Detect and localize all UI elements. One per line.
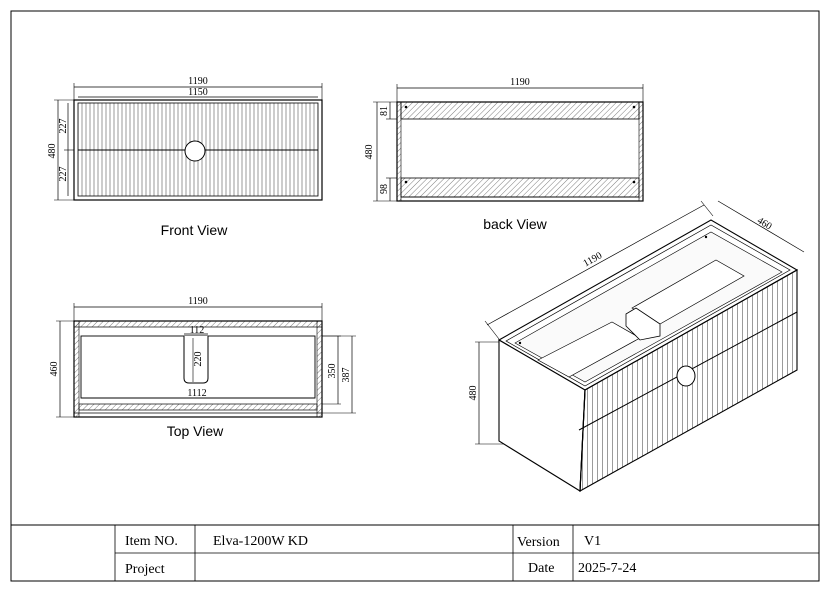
top-view-label: Top View	[167, 423, 224, 439]
iso-handle-icon	[676, 365, 696, 387]
front-handle-icon	[184, 140, 206, 162]
back-view: 1190 480 81 98 back View	[364, 77, 644, 232]
project-label: Project	[125, 562, 165, 577]
back-view-label: back View	[483, 216, 547, 232]
iso-depth-dim: 460	[755, 215, 774, 232]
front-overall-width-dim: 1190	[188, 76, 208, 87]
front-view: 1190 1150 480 227 227 Front View	[47, 76, 323, 238]
top-notch-width-dim: 112	[190, 325, 205, 336]
front-height-dim: 480	[47, 144, 58, 159]
iso-height-dim: 480	[468, 386, 479, 401]
back-bottom-rail	[400, 177, 640, 198]
sheet-border	[10, 10, 820, 582]
top-notch-depth-dim: 220	[193, 352, 204, 367]
date-value: 2025-7-24	[578, 561, 636, 576]
top-plumbing-notch	[183, 336, 209, 384]
top-drawer-front	[78, 403, 318, 411]
top-inner-width-dim: 1112	[187, 388, 206, 399]
top-drawer-depth-dim: 387	[341, 368, 352, 383]
back-top-rail	[400, 101, 640, 120]
version-value: V1	[584, 534, 601, 549]
top-view: 1190 112 220 1112 460 350 387 Top View	[49, 296, 356, 439]
title-block: Item NO. Elva-1200W KD Version V1 Projec…	[11, 524, 819, 581]
top-depth-dim: 460	[49, 362, 60, 377]
back-width-dim: 1190	[510, 77, 530, 88]
item-no-value: Elva-1200W KD	[213, 534, 308, 549]
front-inner-width-dim: 1150	[188, 87, 208, 98]
isometric-view: 1190 460 480	[468, 200, 805, 492]
top-inner-depth-dim: 350	[327, 364, 338, 379]
back-top-rail-dim: 81	[379, 106, 390, 116]
top-width-dim: 1190	[188, 296, 208, 307]
front-view-label: Front View	[161, 222, 229, 238]
date-label: Date	[528, 561, 554, 576]
front-drawer-bottom-dim: 227	[58, 167, 69, 182]
back-height-dim: 480	[364, 145, 375, 160]
iso-plumbing-notch	[625, 307, 661, 341]
back-bottom-rail-dim: 98	[379, 184, 390, 194]
version-label: Version	[517, 535, 560, 550]
item-no-label: Item NO.	[125, 534, 178, 549]
front-drawer-top-dim: 227	[58, 119, 69, 134]
